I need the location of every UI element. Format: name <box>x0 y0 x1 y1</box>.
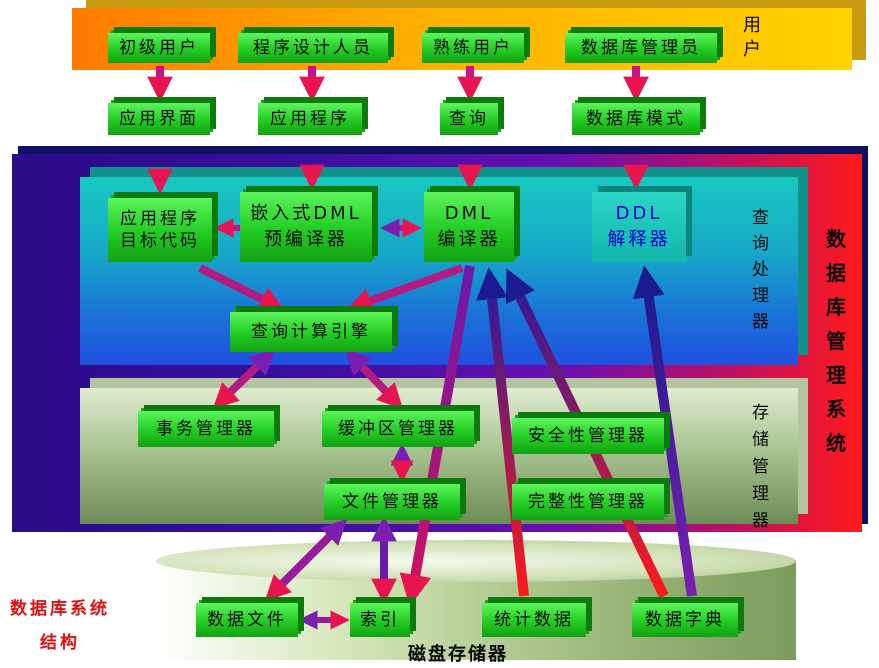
dml-compiler: DML编译器 <box>424 192 514 262</box>
caption: 数据库系统结构 <box>10 599 110 653</box>
db-schema: 数据库模式 <box>572 103 700 135</box>
arrow-appcode-to-engine <box>198 264 286 311</box>
arrow-stats-to-dml <box>476 267 529 597</box>
disk-statistics: 统计数据 <box>482 603 586 637</box>
ddl-interpreter: DDL解释器 <box>592 192 686 262</box>
arrow-file-datafiles <box>264 518 348 602</box>
disk-data-files: 数据文件 <box>196 603 298 637</box>
dbms-label: 数据库管理系统 <box>826 227 846 455</box>
embedded-dml-precompiler: 嵌入式DML预编译器 <box>240 192 372 262</box>
disk-data-dictionary: 数据字典 <box>632 603 738 637</box>
user-programmer: 程序设计人员 <box>238 33 388 63</box>
user-expert: 熟练用户 <box>422 33 524 63</box>
storage-manager-label: 存储管理器 <box>752 403 769 531</box>
disk-label: 磁盘存储器 <box>408 644 508 665</box>
arrow-dictionary-to-ddl <box>632 265 697 597</box>
disk-index: 索引 <box>350 603 410 637</box>
security-manager: 安全性管理器 <box>512 418 664 454</box>
arrow-engine-buffer <box>344 348 404 410</box>
user-dba: 数据库管理员 <box>565 33 717 63</box>
user-band-label: 用户 <box>743 15 761 60</box>
query: 查询 <box>440 103 498 135</box>
app-program: 应用程序 <box>258 103 362 135</box>
user-novice: 初级用户 <box>108 33 210 63</box>
transaction-manager: 事务管理器 <box>138 411 274 447</box>
integrity-manager: 完整性管理器 <box>512 484 664 520</box>
app-interface: 应用界面 <box>108 103 210 135</box>
app-object-code: 应用程序目标代码 <box>108 198 212 262</box>
arrow-dml-to-engine <box>346 264 464 313</box>
query-processor-label: 查询处理器 <box>752 208 769 332</box>
buffer-manager: 缓冲区管理器 <box>322 411 474 447</box>
query-engine: 查询计算引擎 <box>230 312 392 352</box>
arrow-engine-transaction <box>212 348 276 410</box>
file-manager: 文件管理器 <box>324 484 460 520</box>
